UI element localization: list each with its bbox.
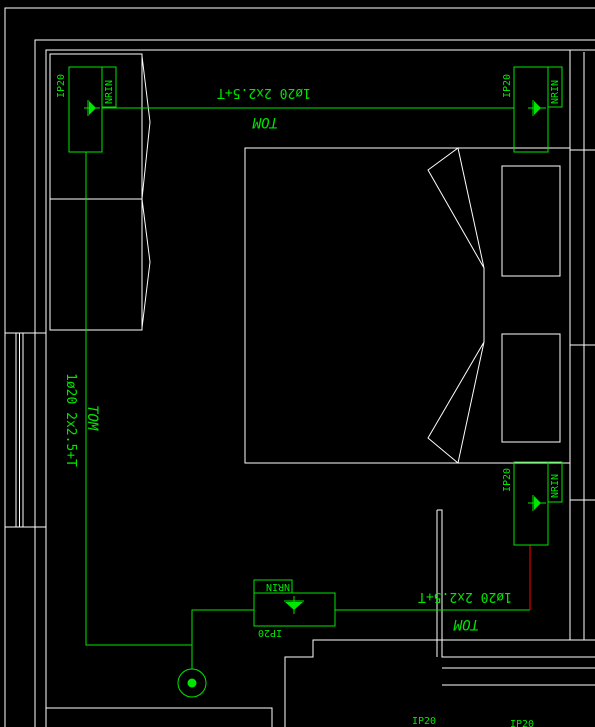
- ip-label-bottom-2: IP20: [510, 719, 534, 727]
- tom-label-top: ТОМ: [252, 114, 278, 130]
- fixture-top-right: NRIN IP20: [502, 66, 563, 153]
- ip-label-bottom-1: IP20: [412, 716, 436, 727]
- tom-label-bottom: ТОМ: [453, 616, 479, 632]
- wardrobe: [49, 53, 151, 331]
- nrin-label: NRIN: [550, 80, 561, 104]
- socket-icon: [528, 100, 546, 116]
- bed: [244, 147, 571, 464]
- junction-point: [177, 668, 207, 698]
- nrin-label: NRIN: [104, 80, 115, 104]
- fixture-bottom: NRIN IP20: [253, 579, 336, 638]
- cable-label-left: 1ø20 2x2.5+T: [63, 373, 78, 467]
- walls: [4, 7, 595, 727]
- ip-label: IP20: [258, 627, 282, 638]
- ip-label: IP20: [56, 74, 67, 98]
- fixture-right-bed: NRIN IP20: [502, 461, 563, 546]
- socket-icon: [284, 596, 304, 614]
- cable-label-bottom: 1ø20 2x2.5+T: [418, 589, 512, 604]
- nightstand-top: [501, 165, 561, 277]
- cable-label-top: 1ø20 2x2.5+T: [217, 85, 311, 100]
- cable-runs: [85, 107, 530, 669]
- fixture-top-left: NRIN IP20: [56, 66, 117, 153]
- nrin-label: NRIN: [266, 581, 290, 592]
- socket-icon: [84, 100, 100, 116]
- ip-label: IP20: [502, 468, 513, 492]
- nightstand-bottom: [501, 333, 561, 443]
- nrin-label: NRIN: [550, 474, 561, 498]
- ip-label: IP20: [502, 74, 513, 98]
- socket-icon: [528, 495, 546, 511]
- window-left: [5, 332, 46, 528]
- tom-label-left: ТОМ: [84, 405, 100, 431]
